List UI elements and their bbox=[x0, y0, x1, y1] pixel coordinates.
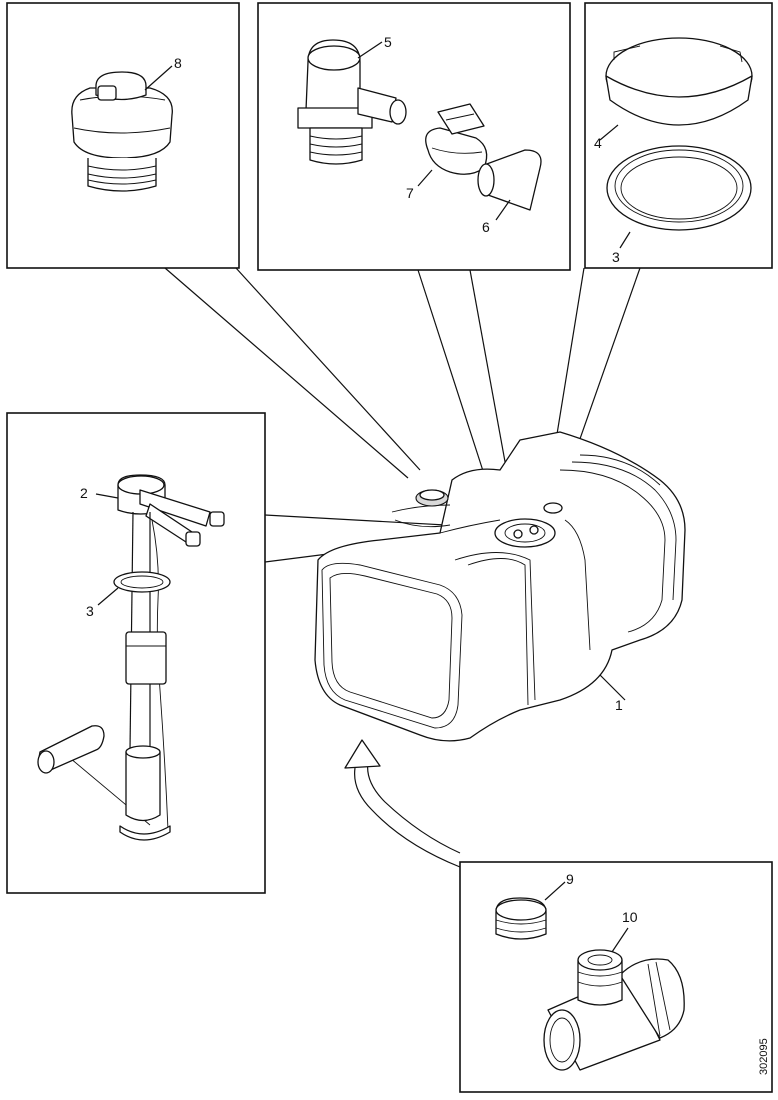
filler-cap bbox=[71, 65, 173, 192]
detail-frame-lock-ring bbox=[584, 2, 773, 269]
detail-frame-tee-fitting bbox=[459, 861, 773, 1093]
callout-3-sender: 3 bbox=[86, 603, 94, 619]
callout-3-tank: 3 bbox=[612, 249, 620, 265]
callout-10: 10 bbox=[622, 909, 638, 925]
callout-6: 6 bbox=[482, 219, 490, 235]
callout-7: 7 bbox=[406, 185, 414, 201]
sender-unit bbox=[37, 474, 225, 841]
detail-frame-vent-valve bbox=[257, 2, 571, 271]
lock-ring bbox=[599, 37, 753, 141]
detail-frame-sender-unit bbox=[6, 412, 266, 894]
callout-8: 8 bbox=[174, 55, 182, 71]
fuel-tank bbox=[314, 431, 686, 742]
callout-5: 5 bbox=[384, 34, 392, 50]
callout-9: 9 bbox=[566, 871, 574, 887]
hose bbox=[477, 149, 542, 221]
plug bbox=[495, 881, 566, 940]
hose-clamp bbox=[417, 103, 488, 187]
drawing-code: 302095 bbox=[758, 1038, 770, 1075]
tank-seal-ring bbox=[606, 145, 752, 249]
callout-4: 4 bbox=[594, 135, 602, 151]
callout-1: 1 bbox=[615, 697, 623, 713]
vent-valve bbox=[297, 39, 407, 165]
callout-2: 2 bbox=[80, 485, 88, 501]
tee-fitting bbox=[543, 927, 685, 1071]
callout-labels: 1 2 3 3 4 5 6 7 8 9 10 bbox=[80, 34, 638, 925]
detail-frame-filler-cap bbox=[6, 2, 240, 269]
curved-arrow bbox=[344, 739, 461, 868]
